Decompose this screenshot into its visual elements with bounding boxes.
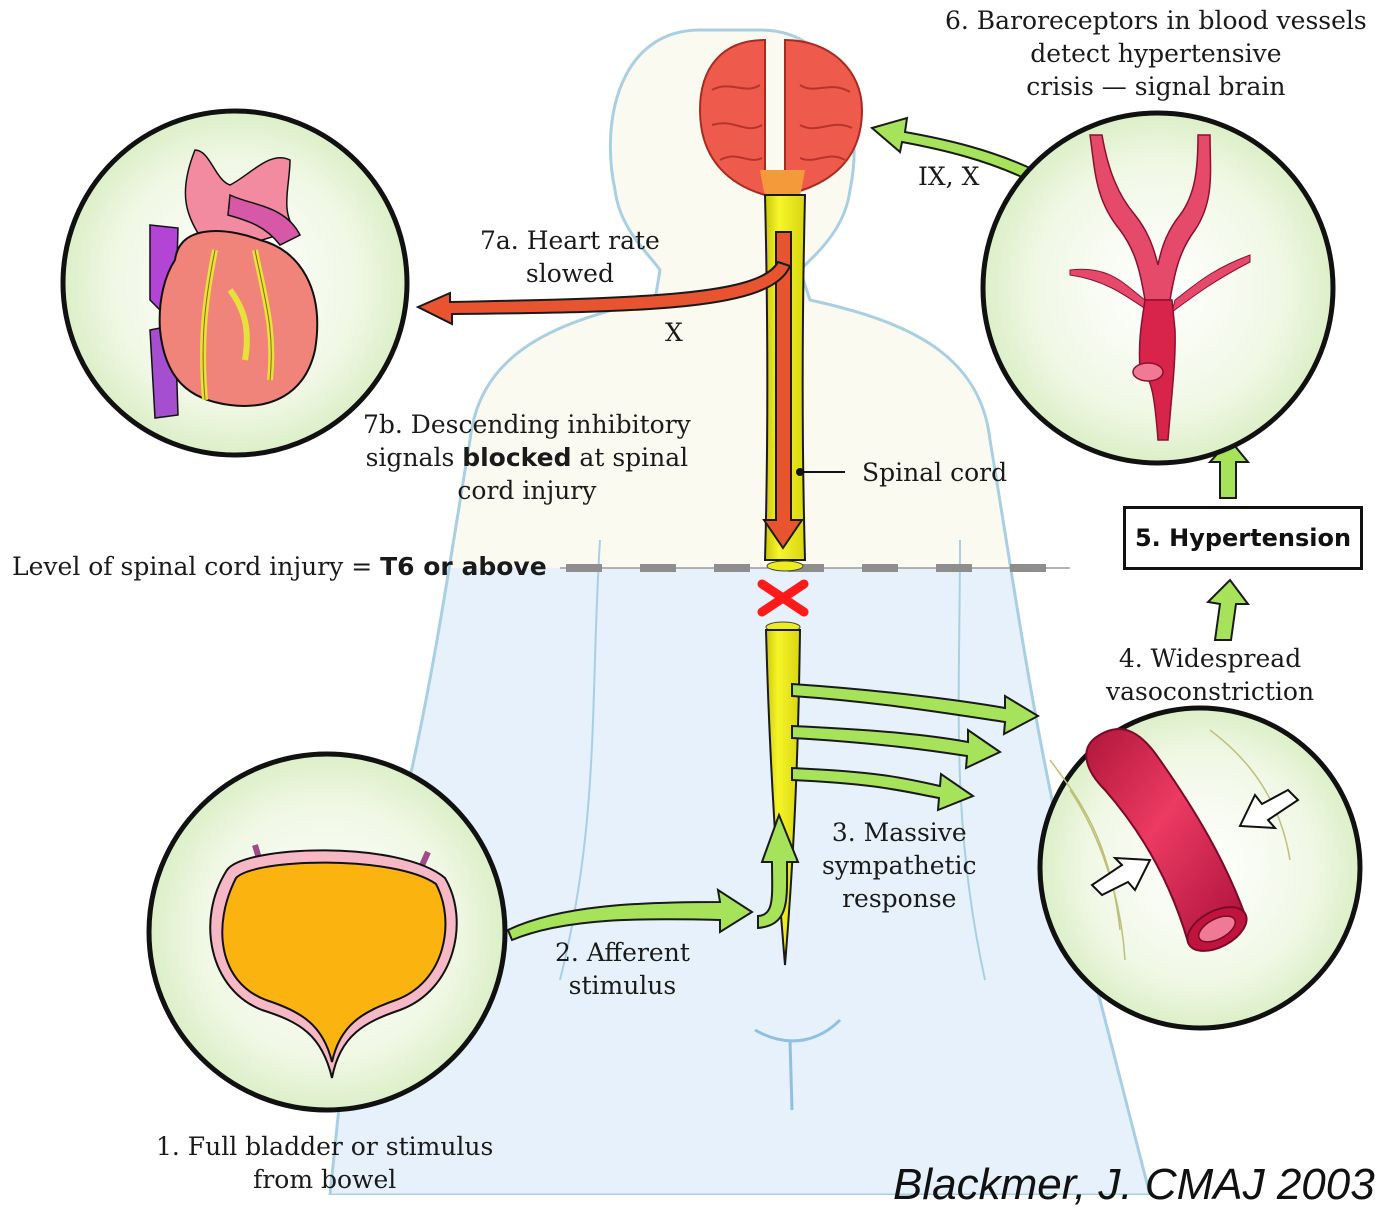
injury-level-text: Level of spinal cord injury = — [12, 552, 380, 581]
step7b-blocked: blocked — [462, 443, 571, 472]
arrow-to-hypertension — [1208, 580, 1248, 640]
citation: Blackmer, J. CMAJ 2003 — [893, 1160, 1375, 1210]
step7b-line2: signals blocked at spinal — [363, 441, 691, 474]
step7b-line2-post: at spinal — [571, 443, 688, 472]
step4-label: 4. Widespread vasoconstriction — [1106, 642, 1314, 708]
nerve-x-label: X — [665, 316, 683, 349]
nerve-ix-x-label: IX, X — [918, 160, 979, 193]
step6-line2: detect hypertensive — [945, 37, 1367, 70]
step4-line1: 4. Widespread — [1106, 642, 1314, 675]
step7a-label: 7a. Heart rate slowed — [480, 224, 660, 290]
step7a-line1: 7a. Heart rate — [480, 224, 660, 257]
bladder-inset — [149, 754, 505, 1110]
step7a-line2: slowed — [480, 257, 660, 290]
step2-line1: 2. Afferent — [555, 936, 690, 969]
step3-line3: response — [822, 882, 977, 915]
step6-label: 6. Baroreceptors in blood vessels detect… — [945, 4, 1367, 103]
step1-line2: from bowel — [156, 1163, 493, 1196]
step7b-label: 7b. Descending inhibitory signals blocke… — [363, 408, 691, 507]
step3-line1: 3. Massive — [822, 816, 977, 849]
hypertension-box: 5. Hypertension — [1123, 506, 1363, 570]
vasoconstriction-inset — [1040, 708, 1360, 1028]
injury-level-value: T6 or above — [380, 552, 547, 581]
step6-line1: 6. Baroreceptors in blood vessels — [945, 4, 1367, 37]
step3-line2: sympathetic — [822, 849, 977, 882]
step7b-line2-pre: signals — [366, 443, 463, 472]
step6-line3: crisis — signal brain — [945, 70, 1367, 103]
injury-level-label: Level of spinal cord injury = T6 or abov… — [12, 550, 547, 583]
step7b-line1: 7b. Descending inhibitory — [363, 408, 691, 441]
step1-label: 1. Full bladder or stimulus from bowel — [156, 1130, 493, 1196]
step5-label: 5. Hypertension — [1135, 524, 1351, 552]
step3-label: 3. Massive sympathetic response — [822, 816, 977, 915]
step7b-line3: cord injury — [363, 474, 691, 507]
step2-line2: stimulus — [555, 969, 690, 1002]
step4-line2: vasoconstriction — [1106, 675, 1314, 708]
spinal-cord-label: Spinal cord — [862, 456, 1007, 489]
step2-label: 2. Afferent stimulus — [555, 936, 690, 1002]
vessel-inset — [983, 113, 1333, 463]
heart-inset — [63, 111, 407, 455]
step1-line1: 1. Full bladder or stimulus — [156, 1130, 493, 1163]
